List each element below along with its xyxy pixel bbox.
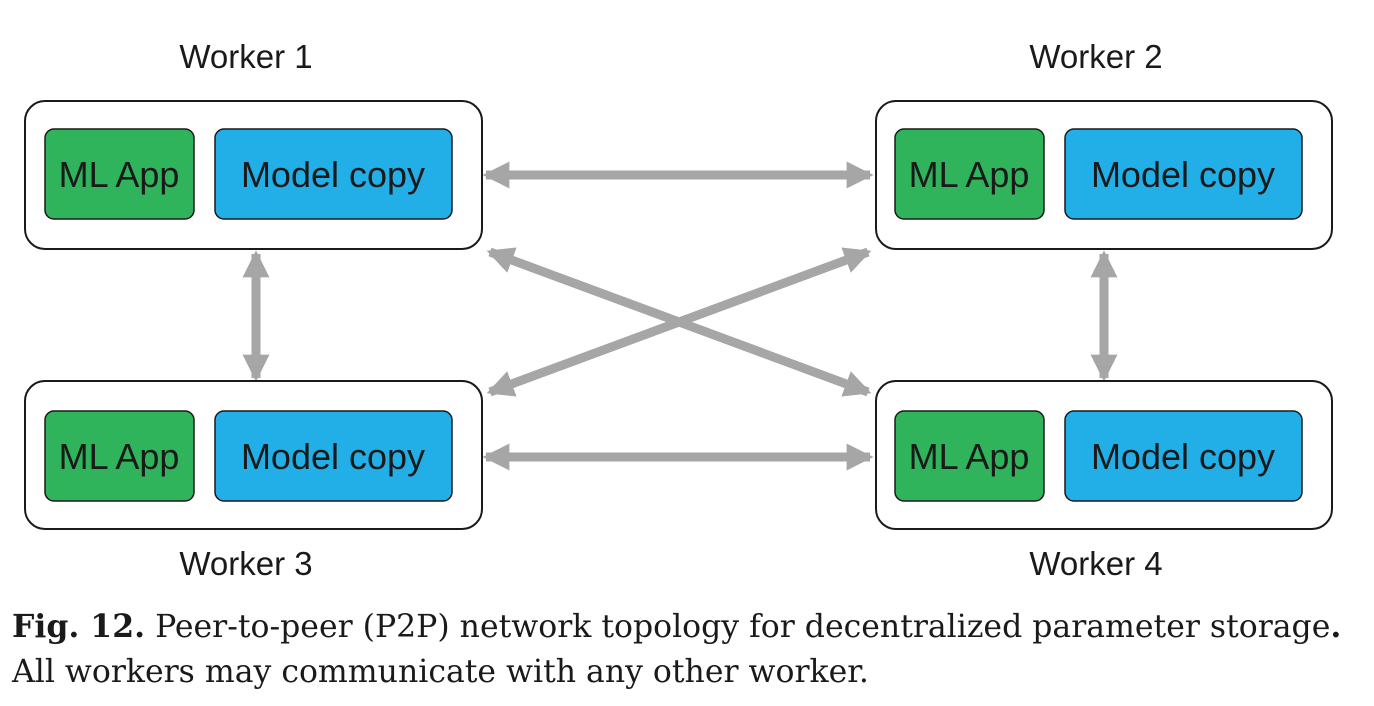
worker-1-model-copy-box xyxy=(214,128,453,220)
worker-2-ml-app-label: ML App xyxy=(909,154,1030,195)
worker-1-model-copy-label: Model copy xyxy=(241,154,425,195)
worker-4-model-copy-box xyxy=(1064,410,1303,502)
connections xyxy=(242,161,1118,471)
caption-period: . xyxy=(1330,608,1342,645)
worker-2: Worker 2 ML App Model copy xyxy=(875,38,1333,250)
worker-2-title: Worker 2 xyxy=(1029,38,1162,75)
worker-2-model-copy-label: Model copy xyxy=(1091,154,1275,195)
caption-rest: All workers may communicate with any oth… xyxy=(12,654,869,690)
worker-3-title: Worker 3 xyxy=(179,545,312,582)
worker-2-model-copy-box xyxy=(1064,128,1303,220)
worker-3-ml-app-box xyxy=(44,410,195,502)
figure-label: Fig. 12. xyxy=(12,608,146,645)
worker-1-title: Worker 1 xyxy=(179,38,312,75)
worker-4-title: Worker 4 xyxy=(1029,545,1162,582)
worker-3-model-copy-box xyxy=(214,410,453,502)
caption-text: Peer-to-peer (P2P) network topology for … xyxy=(155,609,1331,645)
worker-3-model-copy-label: Model copy xyxy=(241,436,425,477)
p2p-topology-diagram: Worker 1 ML App Model copy Worker 2 ML A… xyxy=(24,38,1333,582)
worker-1-ml-app-label: ML App xyxy=(59,154,180,195)
worker-4-model-copy-label: Model copy xyxy=(1091,436,1275,477)
worker-4-ml-app-box xyxy=(894,410,1045,502)
worker-3-ml-app-label: ML App xyxy=(59,436,180,477)
figure-caption: Fig. 12. Peer-to-peer (P2P) network topo… xyxy=(12,604,1367,695)
worker-2-ml-app-box xyxy=(894,128,1045,220)
worker-1: Worker 1 ML App Model copy xyxy=(24,38,483,250)
worker-3: ML App Model copy Worker 3 xyxy=(24,380,483,582)
worker-1-ml-app-box xyxy=(44,128,195,220)
worker-4: ML App Model copy Worker 4 xyxy=(875,380,1333,582)
worker-4-ml-app-label: ML App xyxy=(909,436,1030,477)
arrow-worker2-worker3 xyxy=(486,247,872,397)
